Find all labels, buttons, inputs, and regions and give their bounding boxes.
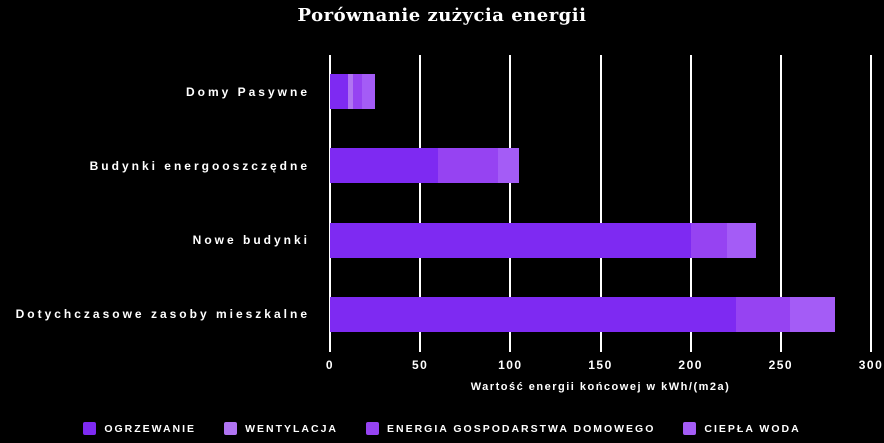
x-tick-label-100: 100	[498, 358, 523, 372]
bar-segment	[330, 222, 691, 258]
legend-swatch	[366, 422, 379, 435]
legend-swatch	[224, 422, 238, 435]
legend-label: OGRZEWANIE	[104, 422, 197, 435]
bar-segment	[348, 74, 354, 109]
category-label: Domy Pasywne	[185, 84, 310, 99]
legend-item: CIEPŁA WODA	[683, 422, 800, 435]
legend-item: WENTYLACJA	[224, 422, 338, 435]
legend-swatch	[83, 422, 97, 435]
x-tick-label-0: 0	[325, 358, 335, 372]
legend-item: ENERGIA GOSPODARSTWA DOMOWEGO	[366, 422, 655, 435]
bar-segment	[330, 148, 439, 184]
x-tick-label-150: 150	[588, 358, 613, 372]
gridline-200	[689, 55, 692, 352]
legend-swatch	[683, 422, 697, 435]
bar-row	[330, 222, 871, 258]
x-axis-label: Wartość energii końcowej w kWh/(m2a)	[470, 381, 731, 393]
x-tick-label-50: 50	[411, 358, 429, 372]
bar-row	[330, 74, 871, 109]
category-label: Nowe budynki	[192, 233, 310, 248]
plot-area	[329, 55, 872, 352]
bar-segment	[438, 148, 498, 184]
gridline-100	[509, 55, 512, 352]
bar-segment	[735, 296, 790, 332]
legend-label: CIEPŁA WODA	[704, 422, 801, 435]
gridline-0	[329, 55, 331, 352]
x-tick-label-250: 250	[768, 358, 794, 372]
legend: OGRZEWANIE WENTYLACJA ENERGIA GOSPODARSTWA…	[0, 422, 884, 435]
category-label: Budynki energooszczędne	[89, 158, 310, 173]
bar-segment	[497, 148, 520, 184]
legend-item: OGRZEWANIE	[83, 422, 196, 435]
bar-segment	[726, 222, 756, 258]
gridline-150	[599, 55, 602, 352]
category-label: Dotychczasowe zasoby mieszkalne	[15, 307, 310, 322]
bar-segment	[330, 74, 349, 109]
gridline-50	[419, 55, 422, 352]
bar-row	[330, 296, 871, 332]
legend-label: ENERGIA GOSPODARSTWA DOMOWEGO	[387, 422, 656, 435]
gridline-300	[870, 55, 872, 352]
bar-segment	[789, 296, 835, 332]
chart-title: Porównanie zużycia energii	[297, 5, 587, 26]
gridline-250	[779, 55, 782, 352]
x-tick-label-200: 200	[678, 358, 703, 372]
legend-label: WENTYLACJA	[245, 422, 338, 435]
bar-segment	[353, 74, 363, 109]
bar-segment	[690, 222, 727, 258]
x-tick-label-300: 300	[858, 358, 884, 372]
bar-segment	[362, 74, 376, 109]
bar-segment	[330, 296, 736, 332]
bar-row	[330, 148, 871, 184]
